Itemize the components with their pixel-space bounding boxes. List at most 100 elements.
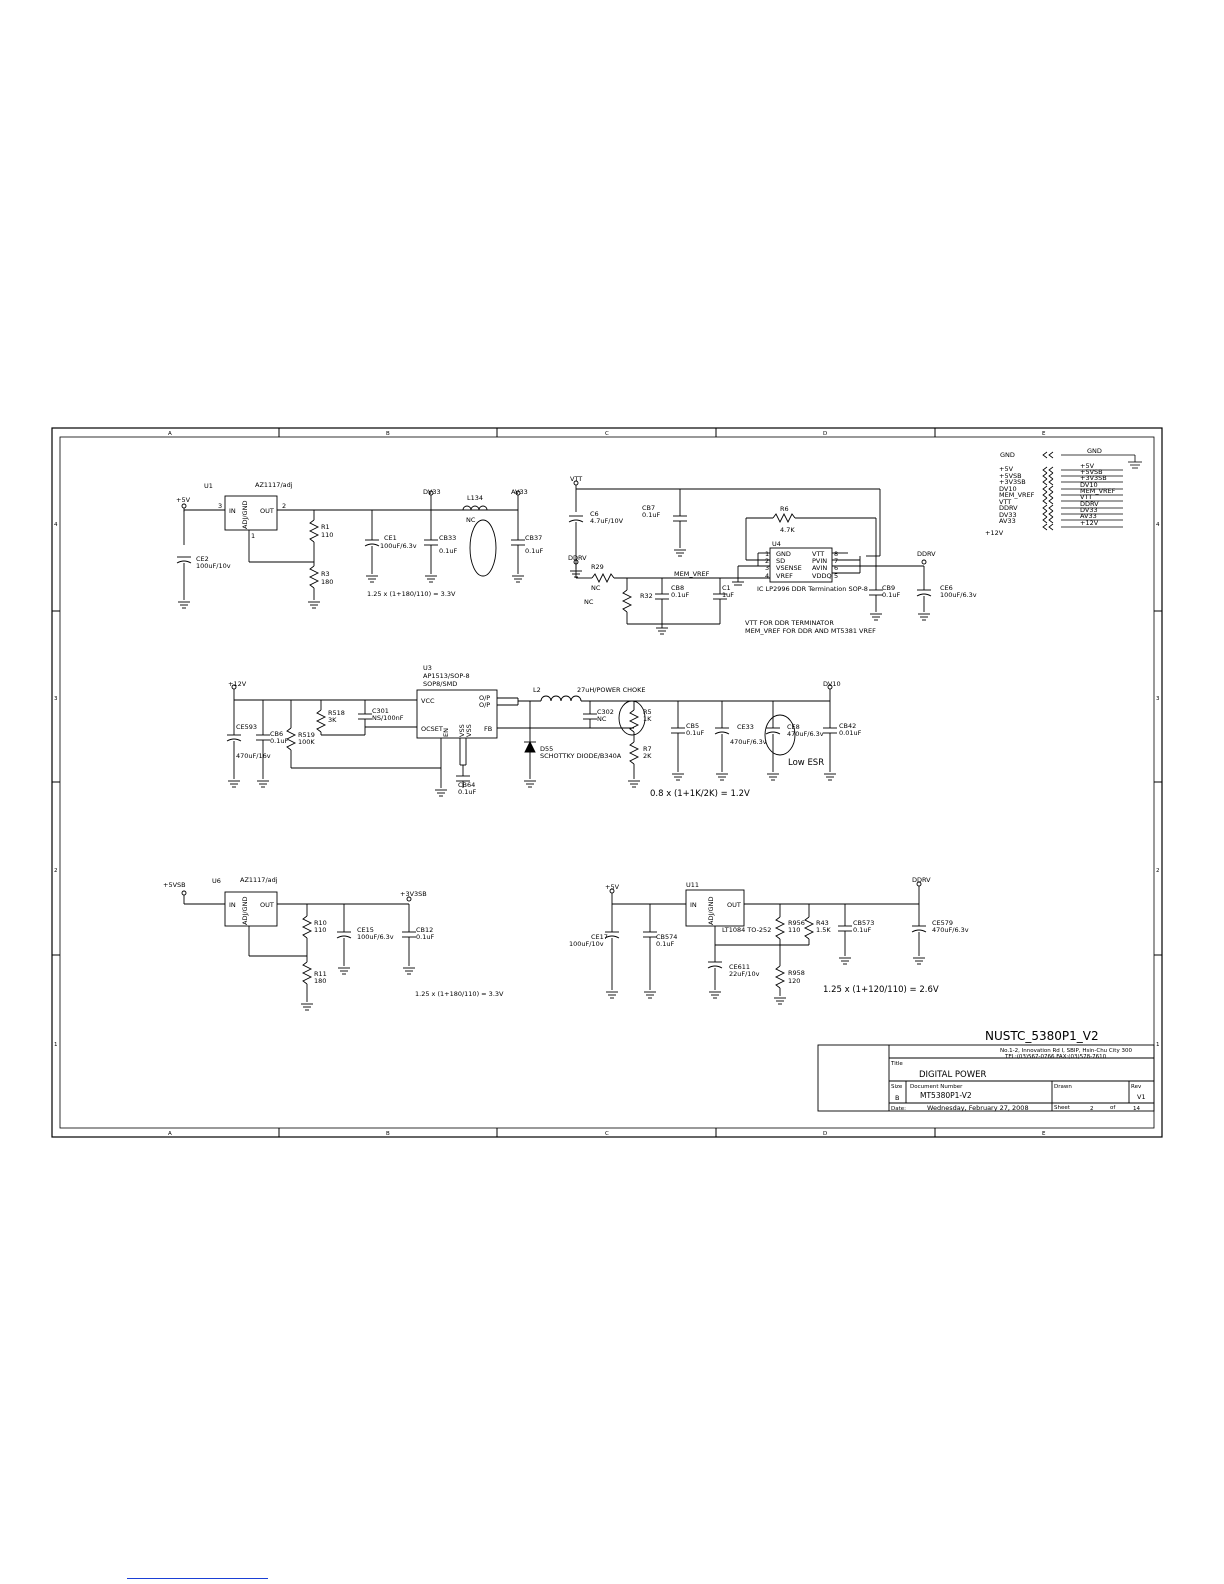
u6-part: AZ1117/adj — [240, 876, 278, 884]
c1-value: 1uF — [722, 591, 734, 599]
rail-ddrv-output: DDRV — [917, 550, 936, 558]
sheet-number: 2 — [1090, 1106, 1094, 1112]
title-block-text: NUSTC_5380P1_V2 No.1-2, Innovation Rd I,… — [890, 1029, 1146, 1112]
u1-part: AZ1117/adj — [255, 481, 293, 489]
net-right-mem-vref: MEM_VREF — [1080, 487, 1116, 495]
u4-ddr-termination-block — [568, 480, 932, 635]
ce6-ref: CE6 — [940, 584, 953, 592]
u11-pin-in: IN — [690, 901, 697, 909]
r518-ref: R518 — [328, 709, 345, 717]
rail-av33: AV33 — [511, 488, 528, 496]
r43-value: 1.5K — [816, 926, 831, 934]
r5-ref: R5 — [643, 708, 652, 716]
u4-pin-3: 3 — [765, 564, 769, 572]
net-right-gnd: GND — [1087, 447, 1102, 455]
net-left-av33: AV33 — [999, 517, 1016, 525]
title-label: Title — [890, 1061, 903, 1067]
ce2-value: 100uF/10v — [196, 562, 231, 570]
zone-col-d-bottom: D — [823, 1131, 827, 1137]
l2-ref: L2 — [533, 686, 541, 694]
r518-value: 3K — [328, 716, 337, 724]
d55-diode-symbol — [524, 740, 536, 753]
sheet-label: Sheet — [1054, 1105, 1071, 1111]
company-address: No.1-2, Innovation Rd I, SBIP, Hsin-Chu … — [1000, 1048, 1132, 1054]
sheet-title: DIGITAL POWER — [919, 1070, 987, 1080]
r11-ref: R11 — [314, 970, 327, 978]
u11-pin-out: OUT — [727, 901, 741, 909]
l2-value: 27uH/POWER CHOKE — [577, 686, 646, 694]
u4-pin-1: 1 — [765, 550, 769, 558]
cb42-ref: CB42 — [839, 722, 856, 730]
cb7-ref: CB7 — [642, 504, 655, 512]
r958-ref: R958 — [788, 969, 805, 977]
size-value: B — [895, 1094, 899, 1102]
footer-link-underline[interactable] — [127, 1578, 268, 1579]
sheet-total: 14 — [1133, 1106, 1140, 1112]
u4-ic-body — [769, 547, 833, 583]
u1-labels: U1 AZ1117/adj IN OUT ADJ/GND 3 2 1 +5V D… — [176, 481, 543, 598]
net-left-5vsb: +5VSB — [999, 472, 1022, 480]
ce579-value: 470uF/6.3v — [932, 926, 969, 934]
r3-value: 180 — [321, 578, 333, 586]
rail-vtt: VTT — [570, 475, 582, 483]
ce2-ref: CE2 — [196, 555, 209, 563]
zone-row-3-left: 3 — [54, 696, 58, 702]
u3-formula: 0.8 x (1+1K/2K) = 1.2V — [650, 789, 750, 799]
cb64-value: 0.1uF — [458, 788, 476, 796]
u1-pin-adj-number: 1 — [251, 532, 255, 540]
u4-part-description: IC LP2996 DDR Termination SOP-8 — [757, 585, 868, 593]
title-block-frame — [817, 1044, 1155, 1112]
cb574-ref: CB574 — [656, 933, 677, 941]
u11-input-rail: +5V — [605, 883, 620, 891]
zone-col-d-top: D — [823, 431, 827, 437]
net-ports — [1042, 451, 1142, 531]
net-left-3v3sb: +3V3SB — [999, 478, 1026, 486]
ce8-ref: CE8 — [787, 723, 800, 731]
zone-row-4-right: 4 — [1156, 522, 1160, 528]
c302-ref: C302 — [597, 708, 614, 716]
u6-pin-adj: ADJ/GND — [241, 897, 249, 925]
zone-col-a-top: A — [168, 431, 172, 437]
cb9-ref: CB9 — [882, 584, 895, 592]
u1-formula: 1.25 x (1+180/110) = 3.3V — [367, 590, 456, 598]
zone-col-e-bottom: E — [1042, 1131, 1046, 1137]
cb8-value: 0.1uF — [671, 591, 689, 599]
l134-ref: L134 — [467, 494, 483, 502]
l134-inductor — [462, 505, 488, 511]
cb6-ref: CB6 — [270, 730, 283, 738]
u1-ic-body — [224, 495, 278, 531]
u3-pin-vcc: VCC — [421, 697, 435, 705]
u3-part: AP1513/SOP-8 — [423, 672, 470, 680]
r6-value: 4.7K — [780, 526, 795, 534]
u1-pin-out-label: OUT — [260, 507, 274, 515]
project-name: NUSTC_5380P1_V2 — [985, 1029, 1099, 1043]
net-right-5vsb: +5VSB — [1080, 468, 1103, 476]
u4-pin-5: 5 — [834, 572, 838, 580]
c6-value: 4.7uF/10V — [590, 517, 624, 525]
u3-buck-block — [226, 684, 837, 797]
net-right-vtt: VTT — [1080, 493, 1092, 501]
net-right-dv10: DV10 — [1080, 481, 1098, 489]
cb573-value: 0.1uF — [853, 926, 871, 934]
u11-regulator-block — [604, 881, 927, 1005]
ce33-value: 470uF/6.3v — [730, 738, 767, 746]
r519-value: 100K — [298, 738, 315, 746]
ce6-value: 100uF/6.3v — [940, 591, 977, 599]
cb574-value: 0.1uF — [656, 940, 674, 948]
r3-ref: R3 — [321, 570, 330, 578]
ce611-ref: CE611 — [729, 963, 750, 971]
r956-value: 110 — [788, 926, 800, 934]
r519-ref: R519 — [298, 731, 315, 739]
r7-ref: R7 — [643, 745, 652, 753]
u1-pin-in-label: IN — [229, 507, 236, 515]
cb5-ref: CB5 — [686, 722, 699, 730]
r29-ref: R29 — [591, 563, 604, 571]
u6-formula: 1.25 x (1+180/110) = 3.3V — [415, 990, 504, 998]
u4-labels: VTT C6 4.7uF/10V CB7 0.1uF DDRV R29 NC N… — [568, 475, 977, 635]
l134-callout-ellipse — [469, 519, 497, 577]
nc-label: NC — [584, 598, 594, 606]
net-left-ddrv: DDRV — [999, 504, 1018, 512]
u6-ic-body — [224, 891, 278, 927]
u4-pin-vsense: VSENSE — [776, 564, 802, 572]
r958-value: 120 — [788, 977, 800, 985]
